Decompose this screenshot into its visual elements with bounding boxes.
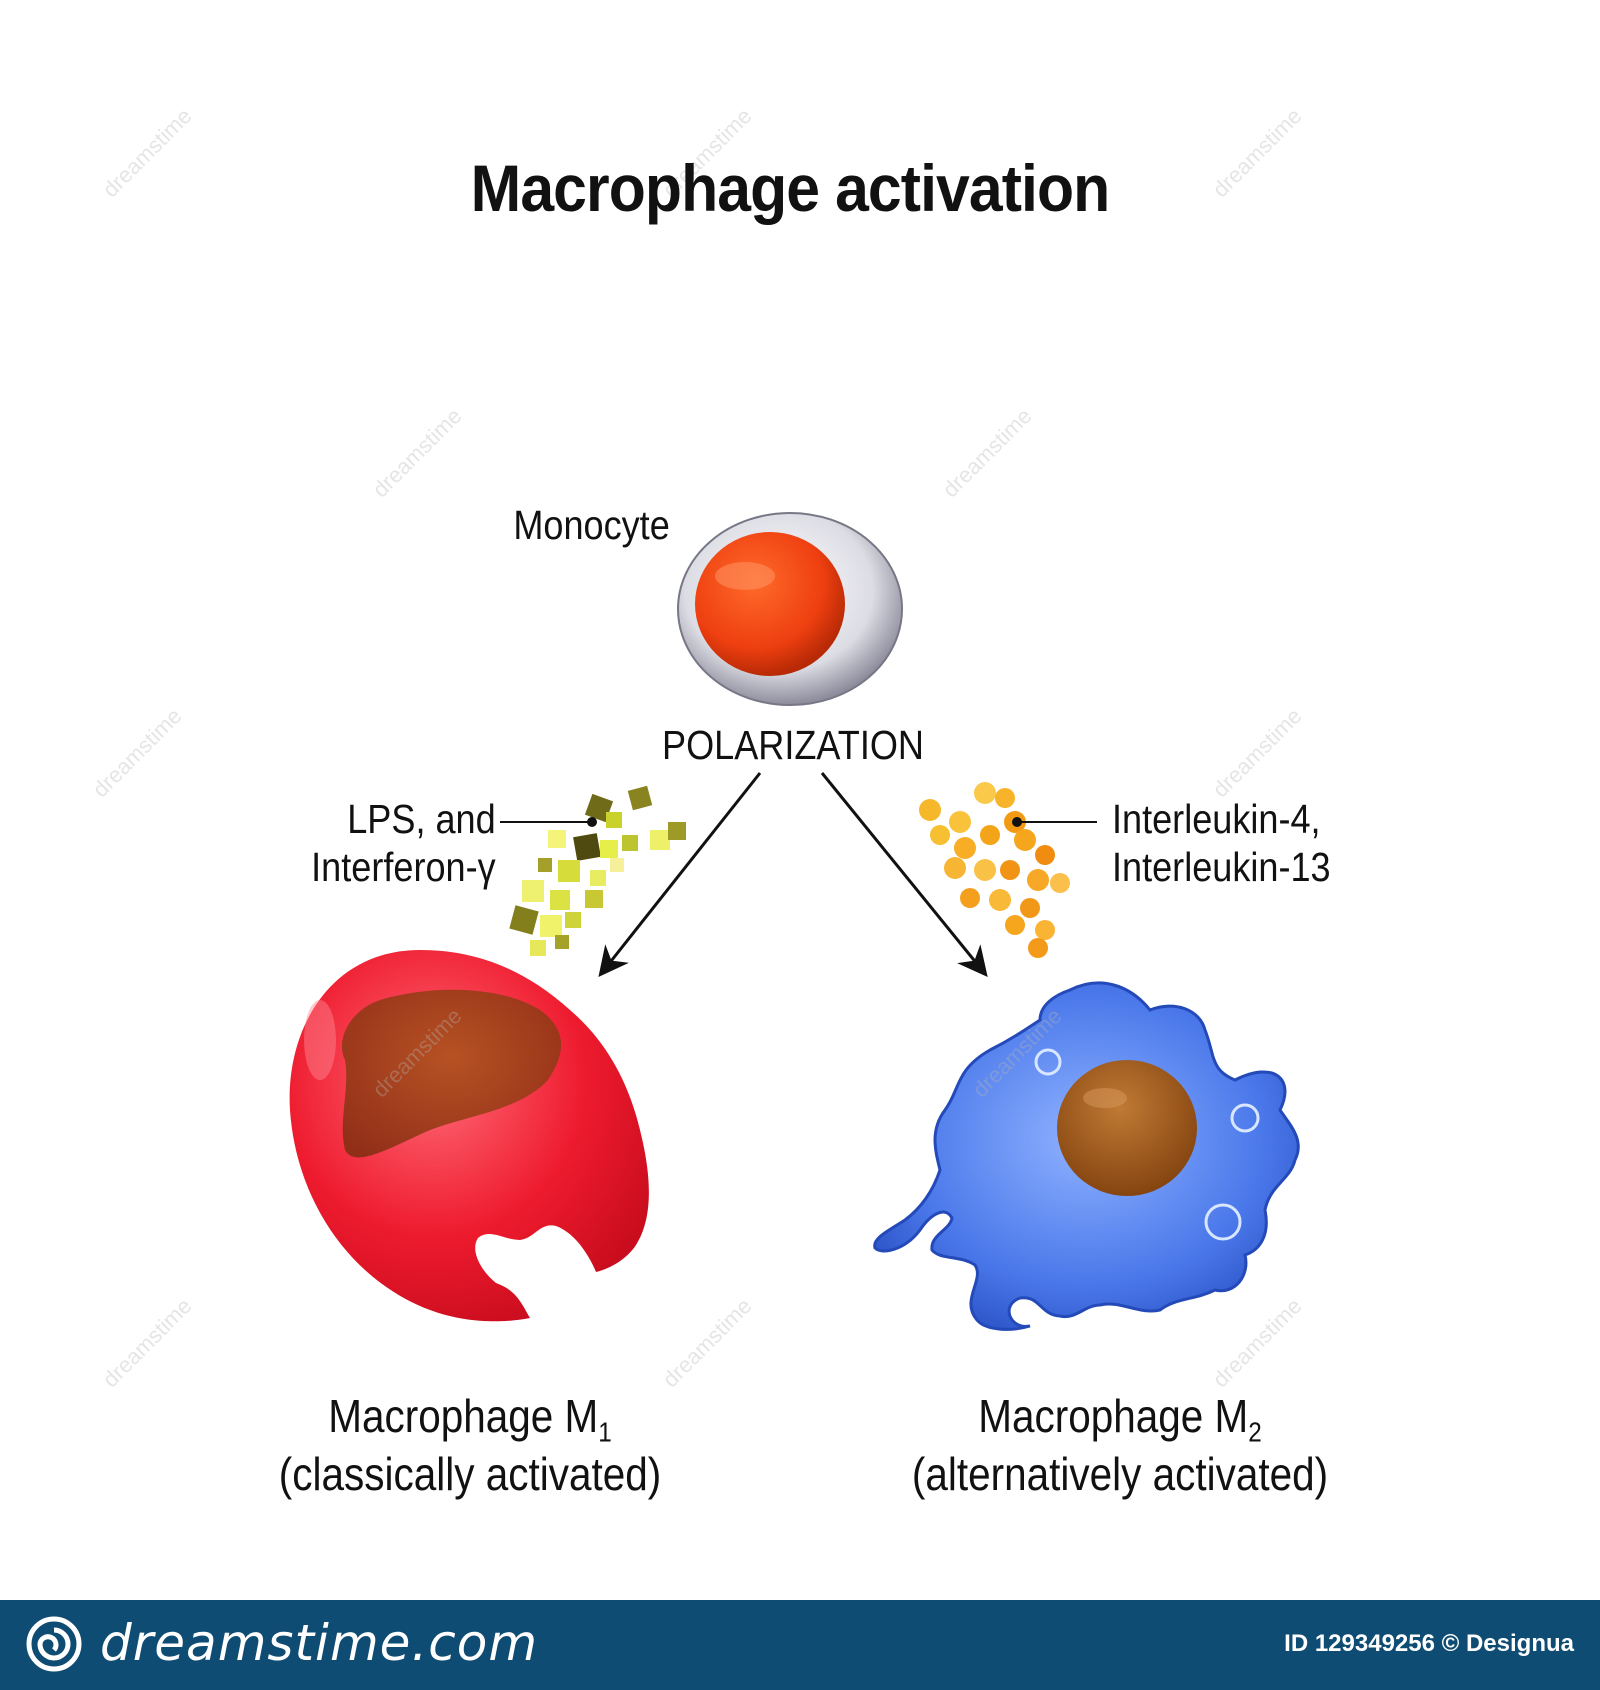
m1-name: Macrophage M (328, 1390, 599, 1442)
interleukin-13-label: Interleukin-13 (1112, 844, 1331, 890)
lps-leader-line (500, 817, 597, 827)
lps-interferon-particles (509, 785, 686, 956)
lps-label: LPS, and (347, 796, 496, 842)
arrow-to-m2 (820, 772, 988, 977)
polarization-label: POLARIZATION (662, 722, 924, 768)
monocyte-cell (677, 512, 903, 706)
m1-subscript: 1 (598, 1416, 612, 1448)
m2-subscript: 2 (1248, 1416, 1262, 1448)
interferon-label: Interferon-γ (311, 844, 496, 890)
m2-description: (alternatively activated) (911, 1448, 1329, 1500)
interleukin-particles (919, 782, 1070, 958)
dreamstime-logo-icon (26, 1616, 82, 1672)
footer-image-id: ID 129349256 © Designua (1284, 1630, 1574, 1657)
diagram-graphics (289, 512, 1300, 1331)
arrow-to-m1 (598, 772, 762, 978)
m2-name: Macrophage M (978, 1390, 1249, 1442)
diagram-title: Macrophage activation (470, 151, 1111, 225)
m1-description: (classically activated) (278, 1448, 662, 1500)
interleukin-leader-line (1012, 817, 1097, 827)
m2-name-label: Macrophage M2 (935, 1390, 1305, 1448)
monocyte-label: Monocyte (513, 502, 670, 548)
interleukin-4-label: Interleukin-4, (1112, 796, 1321, 842)
footer-brand: dreamstime.com (100, 1614, 539, 1672)
footer-bar: dreamstime.com ID 129349256 © Designua (0, 1600, 1600, 1690)
macrophage-m1-cell (289, 950, 649, 1322)
m1-name-label: Macrophage M1 (285, 1390, 655, 1448)
macrophage-m2-cell (873, 981, 1300, 1331)
